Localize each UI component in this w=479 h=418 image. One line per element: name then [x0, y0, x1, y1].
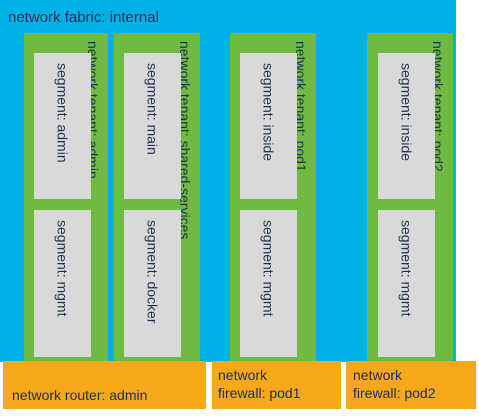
- segment-mgmt: segment: mgmt: [240, 210, 297, 357]
- segment-label: segment: main: [144, 63, 161, 155]
- tenant-pod2: network tenant: pod2 segment: inside seg…: [367, 33, 453, 362]
- segment-docker: segment: docker: [124, 210, 181, 357]
- firewall-label: network firewall: pod1: [218, 366, 301, 402]
- firewall-pod1: network firewall: pod1: [212, 361, 341, 409]
- router-label: network router: admin: [12, 387, 148, 403]
- tenant-label: network tenant: pod1: [293, 41, 309, 172]
- firewall-label-line1: network: [353, 367, 403, 383]
- segment-inside: segment: inside: [240, 53, 297, 199]
- firewall-label-line1: network: [218, 367, 268, 383]
- firewall-pod2: network firewall: pod2: [346, 361, 476, 409]
- segment-mgmt: segment: mgmt: [34, 210, 91, 357]
- firewall-label: network firewall: pod2: [353, 366, 436, 402]
- network-fabric: network fabric: internal network tenant:…: [0, 0, 456, 362]
- tenant-label: network tenant: shared-services: [177, 41, 193, 240]
- firewall-label-line2: firewall: pod1: [218, 385, 301, 401]
- segment-admin: segment: admin: [34, 53, 91, 199]
- segment-label: segment: mgmt: [54, 220, 71, 317]
- tenant-shared-services: network tenant: shared-services segment:…: [114, 33, 200, 362]
- segment-label: segment: inside: [260, 63, 277, 162]
- tenant-pod1: network tenant: pod1 segment: inside seg…: [230, 33, 316, 362]
- firewall-label-line2: firewall: pod2: [353, 385, 436, 401]
- router-admin: network router: admin: [3, 361, 206, 409]
- segment-label: segment: docker: [144, 220, 161, 324]
- fabric-label: network fabric: internal: [8, 9, 159, 26]
- segment-label: segment: admin: [54, 63, 71, 163]
- segment-inside: segment: inside: [378, 53, 435, 199]
- segment-label: segment: mgmt: [260, 220, 277, 317]
- segment-label: segment: mgmt: [398, 220, 415, 317]
- tenant-admin: network tenant: admin segment: admin seg…: [24, 33, 108, 362]
- segment-mgmt: segment: mgmt: [378, 210, 435, 357]
- segment-main: segment: main: [124, 53, 181, 199]
- segment-label: segment: inside: [398, 63, 415, 162]
